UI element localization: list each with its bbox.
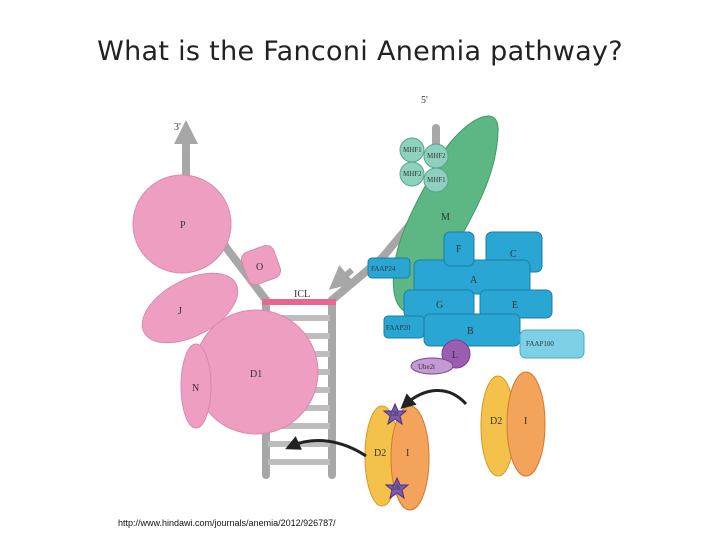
- process-arrows: [285, 389, 468, 458]
- mhf-label-1: MHF1: [403, 146, 422, 154]
- protein-n-label: N: [192, 383, 199, 394]
- protein-faap24: [367, 257, 411, 279]
- ubiquitin-ligase-group: L Ube2t: [410, 339, 471, 375]
- protein-i-right: [506, 371, 546, 477]
- protein-ube2t-label: Ube2t: [418, 363, 435, 371]
- protein-i-ub: [390, 405, 430, 511]
- protein-d1-label: D1: [250, 369, 262, 380]
- protein-mhf2-bottom: [399, 161, 425, 187]
- protein-j: [141, 272, 239, 344]
- protein-faap20-label: FAAP20: [386, 324, 411, 332]
- protein-faap100: [519, 329, 585, 359]
- icl-label: ICL: [294, 289, 310, 300]
- dna-arrow-heads: [174, 120, 355, 290]
- protein-b-label: B: [467, 326, 474, 337]
- mhf-label-2: MHF2: [427, 152, 446, 160]
- five-prime-label: 5': [421, 95, 428, 106]
- protein-a-label: A: [470, 275, 478, 286]
- arrow-to-ub-complex: [400, 389, 468, 409]
- protein-c-label: C: [510, 249, 517, 260]
- mhf-label-3: MHF2: [403, 170, 422, 178]
- protein-faap24-label: FAAP24: [371, 265, 396, 273]
- protein-f-label: F: [456, 244, 462, 255]
- protein-o-label: O: [256, 262, 263, 273]
- protein-j-label: J: [178, 306, 182, 317]
- mhf-label-4: MHF1: [427, 176, 446, 184]
- blue-core-complex: C A F FAAP24 G E FAAP20 B FAAP100: [367, 231, 585, 359]
- three-prime-label: 3': [174, 122, 181, 133]
- d2-i-complex-ubiquitinated: D2 I Ub Ub: [364, 402, 430, 511]
- protein-faap100-label: FAAP100: [526, 340, 554, 348]
- ubiquitin-star-bottom: [384, 476, 410, 500]
- ubiquitin-star-top: [382, 402, 408, 426]
- protein-f: [443, 231, 475, 267]
- protein-i-ub-label: I: [406, 448, 409, 459]
- pink-protein-group: P O J D1 N: [132, 174, 319, 435]
- protein-l-label: L: [452, 350, 458, 361]
- protein-m-label: M: [441, 212, 450, 223]
- protein-mhf1-bottom: [423, 167, 449, 193]
- protein-p: [132, 174, 232, 274]
- ubiquitin-label-top: Ub: [390, 410, 399, 418]
- slide-title: What is the Fanconi Anemia pathway?: [97, 36, 623, 67]
- protein-o: [240, 244, 282, 286]
- ubiquitin-label-bottom: Ub: [392, 484, 401, 492]
- mhf-complex: MHF1 MHF2 MHF2 MHF1: [399, 137, 449, 193]
- strand-arrow: [328, 265, 355, 290]
- protein-n: [180, 343, 212, 429]
- d2-i-complex-right: D2 I: [480, 371, 546, 477]
- arrow-to-dna: [285, 436, 367, 458]
- source-url[interactable]: http://www.hindawi.com/journals/anemia/2…: [118, 518, 336, 528]
- protein-d2-right-label: D2: [490, 416, 502, 427]
- protein-b: [423, 313, 521, 347]
- protein-g-label: G: [436, 300, 443, 311]
- protein-p-label: P: [180, 220, 186, 231]
- protein-i-right-label: I: [524, 416, 527, 427]
- protein-d2-ub-label: D2: [374, 448, 386, 459]
- protein-ube2t: [410, 357, 454, 375]
- protein-e-label: E: [512, 300, 518, 311]
